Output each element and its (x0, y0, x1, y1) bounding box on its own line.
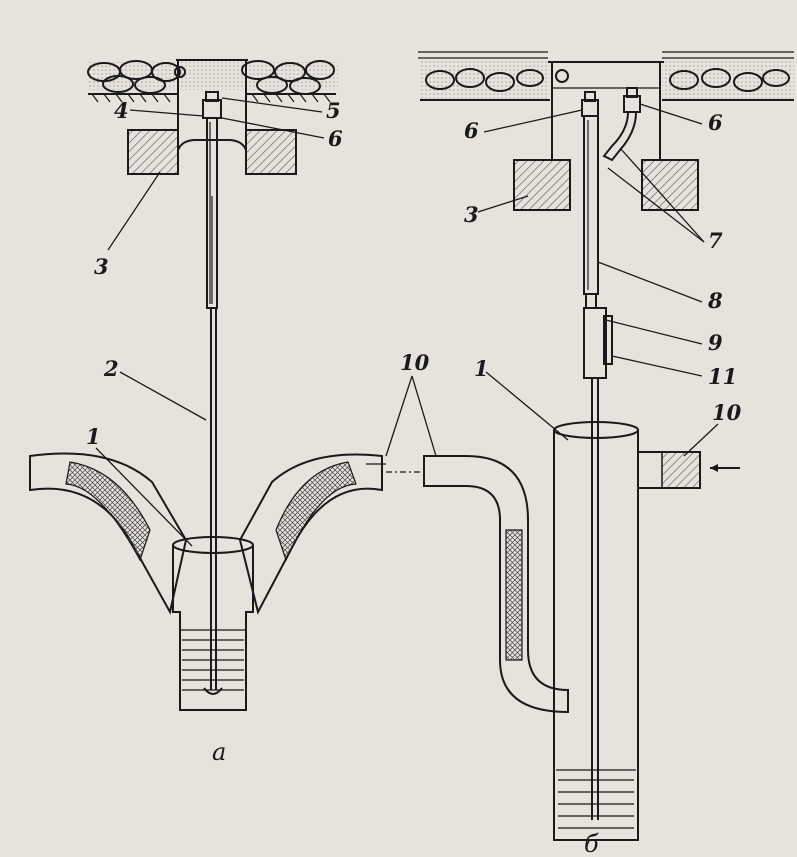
label-a-2: 2 (103, 356, 119, 381)
foundation-block-b (513, 159, 699, 211)
main-pipe-b (553, 421, 740, 841)
paving-stones-a (87, 60, 338, 103)
label-a-1: 1 (86, 424, 101, 449)
label-b-10: 10 (712, 400, 742, 425)
label-b-1: 1 (474, 356, 489, 381)
label-b-7: 7 (708, 228, 723, 253)
fittings-b (581, 87, 641, 162)
label-b-6-right: 6 (708, 110, 723, 135)
label-b-8: 8 (707, 288, 723, 313)
part-a (29, 59, 437, 711)
labels-a: 4 5 6 3 2 1 10 (86, 98, 430, 449)
label-a-3: 3 (94, 254, 109, 279)
leaders-b (477, 103, 719, 457)
caption-a: а (212, 738, 226, 766)
part-b (418, 51, 794, 841)
label-b-3: 3 (464, 202, 479, 227)
leaders-a (95, 97, 437, 547)
label-b-11: 11 (708, 364, 737, 389)
ground-surface-b (418, 51, 794, 101)
label-a-6: 6 (328, 126, 343, 151)
captions: а б (212, 738, 599, 857)
caption-b: б (584, 830, 599, 857)
label-a-10: 10 (400, 350, 430, 375)
labels-b: 6 6 3 7 8 9 11 1 10 (464, 110, 742, 425)
side-pipe-b (423, 455, 569, 714)
y-pipe-a (29, 452, 426, 711)
foundation-block-a (127, 129, 297, 175)
manhole-cover-b (548, 61, 664, 160)
label-a-4: 4 (114, 98, 129, 123)
rod-b (583, 115, 613, 820)
label-a-5: 5 (326, 98, 341, 123)
rod-a (202, 91, 222, 690)
label-b-6-left: 6 (464, 118, 479, 143)
label-b-9: 9 (708, 330, 723, 355)
